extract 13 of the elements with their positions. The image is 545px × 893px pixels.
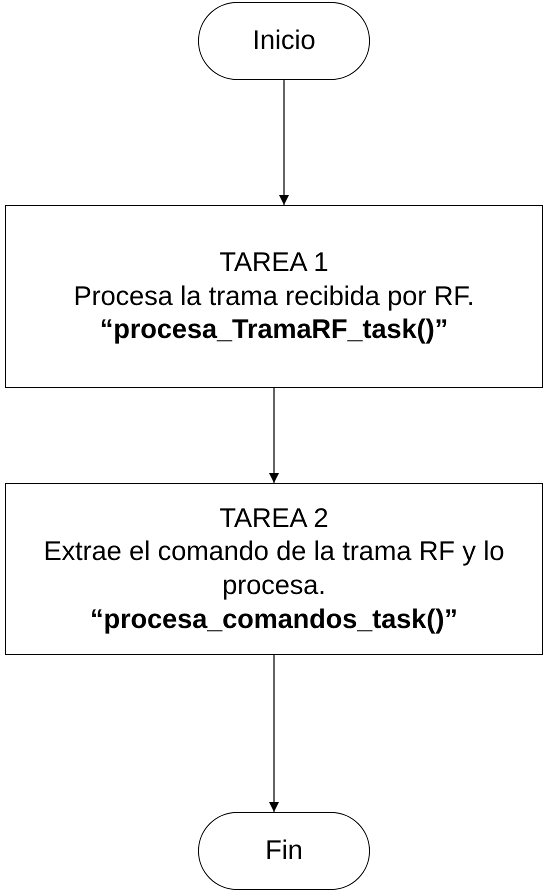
terminal-label: Inicio xyxy=(252,24,316,58)
arrow xyxy=(269,655,279,812)
arrow xyxy=(269,388,279,483)
task-title: TAREA 1 xyxy=(219,246,329,279)
process-box xyxy=(5,483,543,655)
task-description: Procesa la trama recibida por RF. xyxy=(74,280,474,313)
terminal-label: Fin xyxy=(265,834,303,868)
arrow xyxy=(279,80,289,205)
task-title: TAREA 2 xyxy=(219,502,329,534)
process-box xyxy=(5,205,543,388)
function-name: “procesa_comandos_task()” xyxy=(90,602,458,636)
function-name: “procesa_TramaRF_task()” xyxy=(100,313,448,346)
task-description: Extrae el comando de la trama RF y lo procesa. xyxy=(42,535,506,602)
